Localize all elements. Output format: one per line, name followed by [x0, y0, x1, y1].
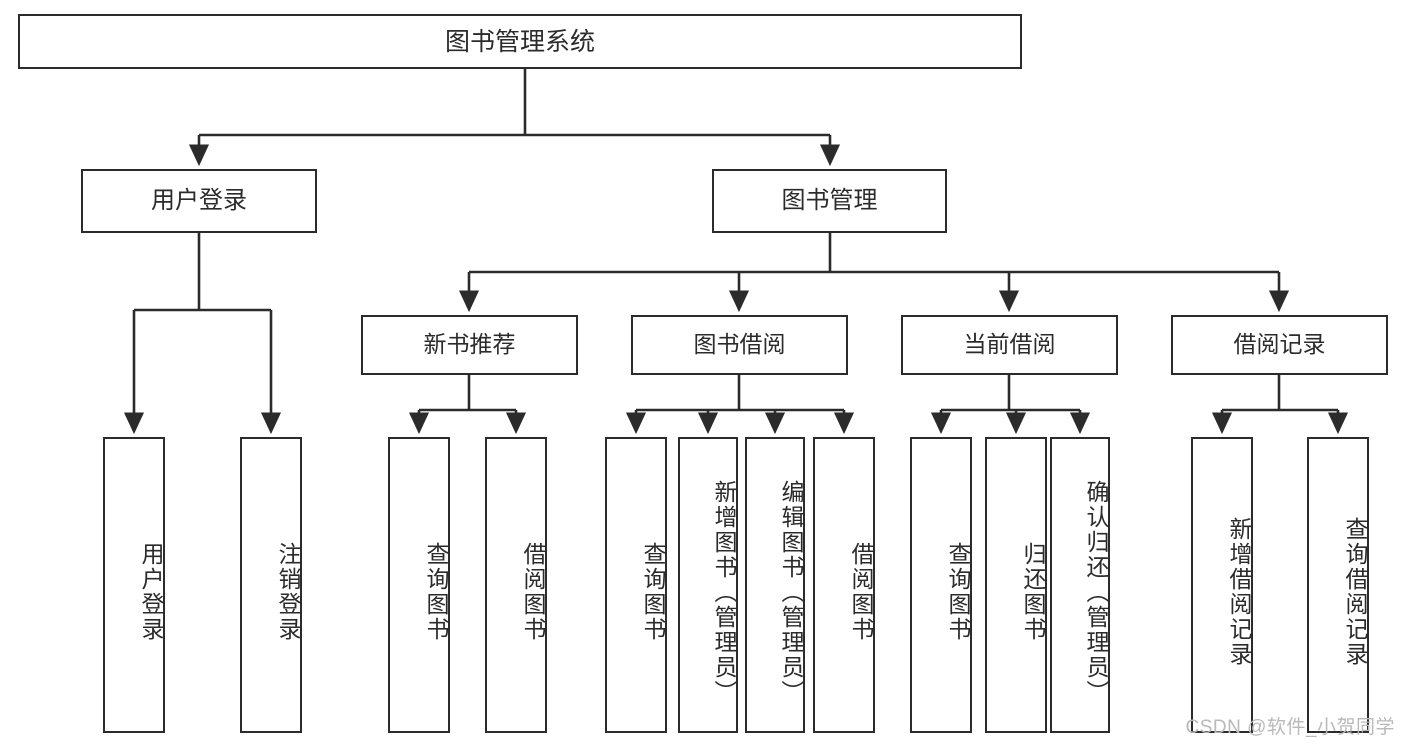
node-leaf-borrow-book-1[interactable]: 借阅图书: [485, 437, 547, 733]
edge-group-new-book-recommend: [408, 375, 527, 435]
node-leaf-query-book-3-label: 查询图书: [945, 542, 971, 642]
node-leaf-query-record[interactable]: 查询借阅记录: [1307, 437, 1369, 733]
node-leaf-user-logout-label: 注销登录: [275, 542, 301, 642]
watermark-text: CSDN @软件_小贺同学: [1185, 717, 1395, 738]
node-leaf-user-logout[interactable]: 注销登录: [240, 437, 302, 733]
node-leaf-edit-book[interactable]: 编辑图书（管理员）: [745, 437, 805, 733]
node-leaf-add-record[interactable]: 新增借阅记录: [1191, 437, 1253, 733]
node-leaf-confirm-return-label: 确认归还（管理员）: [1083, 479, 1109, 705]
node-book-manage[interactable]: 图书管理: [712, 169, 947, 233]
node-leaf-return-book-label: 归还图书: [1020, 542, 1046, 642]
node-leaf-borrow-book-1-label: 借阅图书: [520, 542, 546, 642]
node-leaf-edit-book-label: 编辑图书（管理员）: [778, 479, 804, 705]
node-leaf-query-book-3[interactable]: 查询图书: [910, 437, 972, 733]
node-leaf-user-login-label: 用户登录: [138, 542, 164, 642]
node-borrow-record[interactable]: 借阅记录: [1171, 315, 1388, 375]
edge-group-borrow-record: [1211, 375, 1349, 435]
node-leaf-query-book-1[interactable]: 查询图书: [388, 437, 450, 733]
node-root[interactable]: 图书管理系统: [18, 14, 1022, 69]
node-new-book-recommend[interactable]: 新书推荐: [361, 315, 578, 375]
node-user-login[interactable]: 用户登录: [81, 169, 317, 233]
node-user-login-label: 用户登录: [151, 186, 247, 214]
node-leaf-borrow-book-2[interactable]: 借阅图书: [813, 437, 875, 733]
node-borrow-record-label: 借阅记录: [1233, 331, 1326, 358]
node-leaf-query-book-2[interactable]: 查询图书: [605, 437, 667, 733]
edge-group-book-borrow: [625, 375, 855, 435]
edge-group-current-borrow: [930, 375, 1091, 435]
edge-group-book-manage: [458, 233, 1290, 313]
node-leaf-user-login[interactable]: 用户登录: [103, 437, 165, 733]
node-leaf-return-book[interactable]: 归还图书: [985, 437, 1047, 733]
node-root-label: 图书管理系统: [444, 27, 595, 56]
node-leaf-borrow-book-2-label: 借阅图书: [848, 542, 874, 642]
node-leaf-confirm-return[interactable]: 确认归还（管理员）: [1050, 437, 1110, 733]
node-current-borrow-label: 当前借阅: [963, 331, 1056, 358]
node-new-book-recommend-label: 新书推荐: [423, 331, 516, 358]
node-leaf-query-book-1-label: 查询图书: [423, 542, 449, 642]
edge-group-root: [188, 69, 841, 167]
node-leaf-add-book[interactable]: 新增图书（管理员）: [678, 437, 738, 733]
node-leaf-add-record-label: 新增借阅记录: [1226, 517, 1252, 667]
node-leaf-query-record-label: 查询借阅记录: [1342, 517, 1368, 667]
node-leaf-add-book-label: 新增图书（管理员）: [711, 479, 737, 705]
node-current-borrow[interactable]: 当前借阅: [901, 315, 1118, 375]
node-book-borrow-label: 图书借阅: [693, 331, 786, 358]
edge-group-user-login: [123, 233, 282, 435]
node-book-borrow[interactable]: 图书借阅: [631, 315, 848, 375]
node-leaf-query-book-2-label: 查询图书: [640, 542, 666, 642]
node-book-manage-label: 图书管理: [781, 186, 878, 214]
